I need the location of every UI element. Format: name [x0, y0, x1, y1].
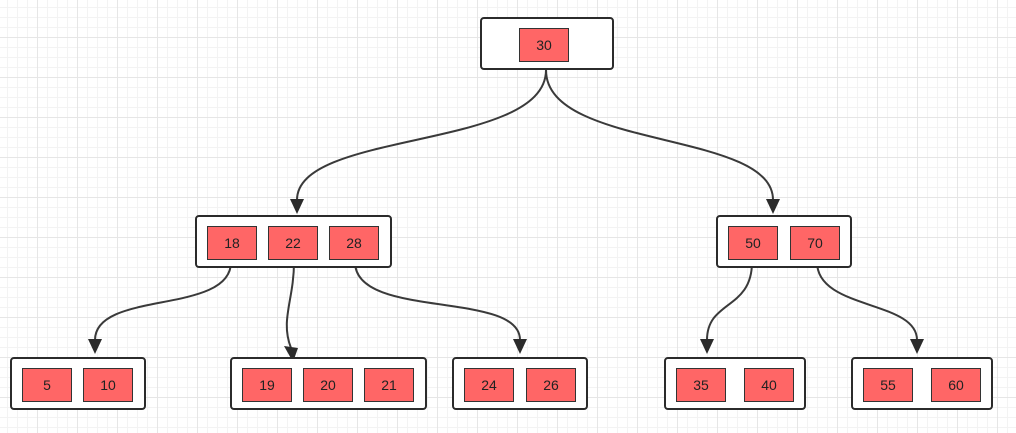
key-cell: 70 [790, 226, 840, 260]
key-cell: 18 [207, 226, 257, 260]
arrowhead-icon [700, 339, 714, 354]
arrowhead-icon [88, 339, 102, 354]
btree-leaf-node: 55 60 [851, 357, 993, 410]
edge-70-to-leaf-e [816, 261, 918, 341]
key-cell: 24 [464, 368, 514, 402]
arrowhead-icon [513, 339, 527, 354]
key-cell: 21 [364, 368, 414, 402]
btree-internal-node-left: 18 22 28 [195, 215, 392, 268]
arrowhead-icon [290, 199, 304, 214]
key-cell: 30 [519, 28, 569, 62]
key-cell: 28 [329, 226, 379, 260]
btree-leaf-node: 5 10 [10, 357, 146, 410]
btree-internal-node-right: 50 70 [716, 215, 852, 268]
key-cell: 26 [526, 368, 576, 402]
key-cell: 40 [744, 368, 794, 402]
edge-root-to-right [545, 69, 774, 201]
key-cell: 20 [303, 368, 353, 402]
key-cell: 60 [931, 368, 981, 402]
edge-50-to-leaf-d [706, 261, 753, 341]
btree-leaf-node: 35 40 [664, 357, 806, 410]
btree-root-node: 30 [480, 17, 614, 70]
key-cell: 5 [22, 368, 72, 402]
edge-22-to-leaf-b [285, 261, 295, 349]
key-cell: 35 [676, 368, 726, 402]
btree-leaf-node: 19 20 21 [230, 357, 427, 410]
key-cell: 55 [863, 368, 913, 402]
edge-18-to-leaf-a [94, 261, 232, 341]
btree-leaf-node: 24 26 [452, 357, 588, 410]
key-cell: 22 [268, 226, 318, 260]
key-cell: 50 [728, 226, 778, 260]
edge-root-to-left [296, 69, 547, 201]
edge-28-to-leaf-c [354, 261, 521, 341]
arrowhead-icon [766, 199, 780, 214]
arrowhead-icon [910, 339, 924, 354]
key-cell: 10 [83, 368, 133, 402]
key-cell: 19 [242, 368, 292, 402]
